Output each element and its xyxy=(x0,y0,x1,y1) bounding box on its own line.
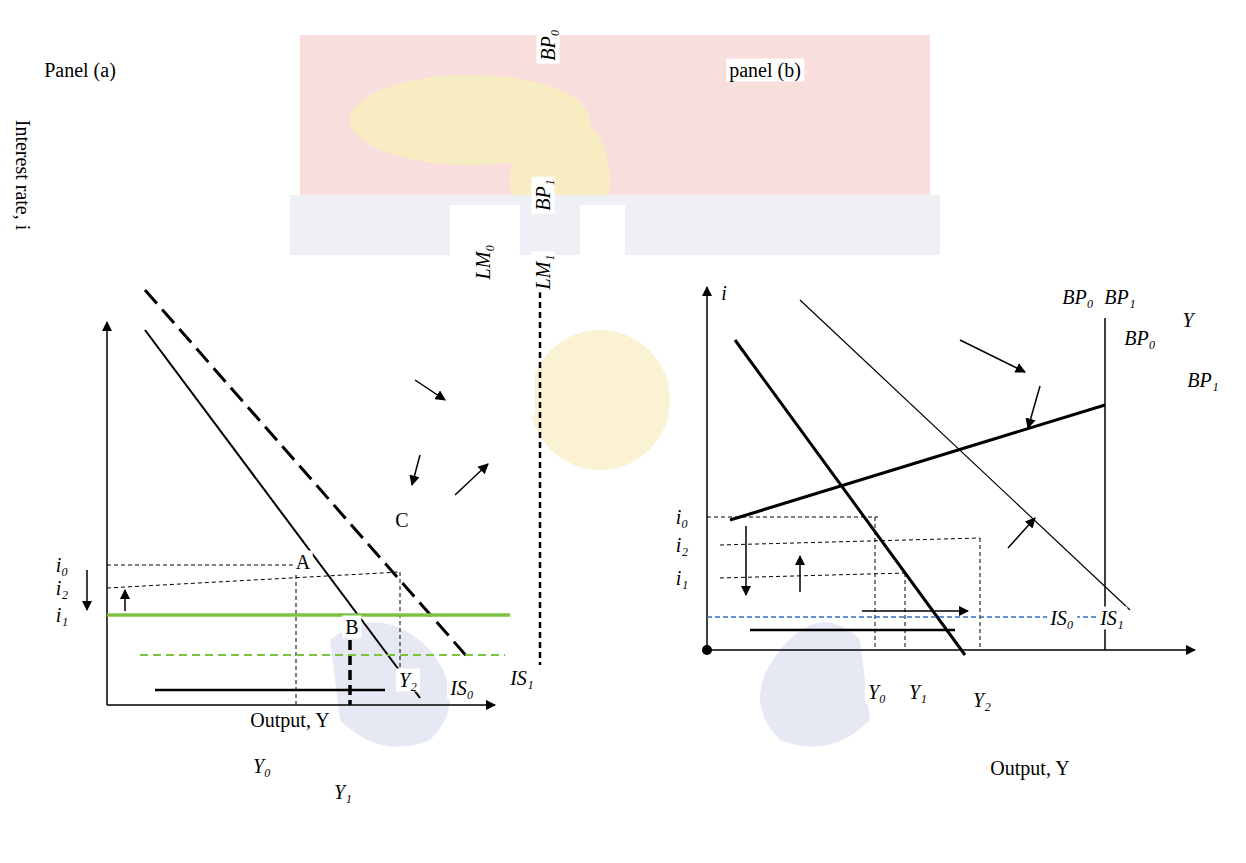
curve-label: BP₁ xyxy=(532,176,555,213)
is-curve xyxy=(145,330,420,698)
shift-arrow xyxy=(1028,386,1040,428)
is-curve xyxy=(735,340,965,655)
green-dashed-line xyxy=(140,654,505,656)
guide-line xyxy=(107,572,400,588)
axis-tick-label: i₂ xyxy=(53,577,72,600)
axis-letter: Y xyxy=(1179,309,1196,332)
shift-arrow xyxy=(412,455,420,485)
axis-tick-label: i₀ xyxy=(53,554,72,577)
green-line xyxy=(107,613,510,617)
guide-line xyxy=(707,517,878,518)
shift-arrow xyxy=(745,526,747,595)
axis-letter: i xyxy=(718,282,730,305)
watermark-band xyxy=(300,35,930,195)
shift-arrow xyxy=(124,590,126,611)
curve-label: BP₀ xyxy=(1059,286,1096,309)
x-axis xyxy=(107,704,495,706)
axis-tick-label: Y₁ xyxy=(906,681,930,704)
panel-title: Panel (a) xyxy=(41,59,119,82)
black-line xyxy=(750,629,955,632)
axis-tick-label: i₁ xyxy=(53,604,72,627)
shift-arrow xyxy=(799,556,801,592)
black-line xyxy=(155,689,385,692)
curve-label: LM₁ xyxy=(532,252,555,293)
point-label: A xyxy=(293,551,313,574)
curve-label: BP₁ xyxy=(1184,369,1221,392)
axis-tick-label: Y₂ xyxy=(970,689,994,712)
shift-arrow xyxy=(960,340,1025,372)
axis-tick-label: i₀ xyxy=(673,506,692,529)
curve-label: IS₁ xyxy=(1097,607,1127,630)
y-axis xyxy=(706,287,708,650)
shift-arrow xyxy=(455,464,488,495)
axis-tick-label: Y₂ xyxy=(396,669,420,692)
curve-label: IS₁ xyxy=(507,667,537,690)
axis-tick-label: i₁ xyxy=(673,567,692,590)
white-patch xyxy=(450,205,520,290)
vertical-curve xyxy=(539,292,542,665)
guide-line xyxy=(296,575,297,705)
point-label: B xyxy=(342,616,361,639)
shift-arrow xyxy=(862,610,968,612)
axis-title: Interest rate, i xyxy=(11,117,34,234)
curve-label: IS₀ xyxy=(1047,607,1077,630)
curve-label: BP₀ xyxy=(1121,327,1158,350)
curve-label: BP₁ xyxy=(1101,286,1138,309)
bp-curve xyxy=(1104,318,1106,650)
guide-line xyxy=(720,573,905,578)
curve-label: LM₀ xyxy=(472,242,495,283)
curve-label: IS₀ xyxy=(447,677,477,700)
guide-line xyxy=(348,640,352,705)
y-axis xyxy=(106,322,108,705)
guide-line xyxy=(720,538,980,545)
axis-tick-label: Y₁ xyxy=(331,781,355,804)
shift-arrow xyxy=(415,380,445,400)
origin-dot xyxy=(702,645,712,655)
watermark-crest xyxy=(530,330,670,470)
curve-label: BP₀ xyxy=(537,26,560,63)
white-patch xyxy=(505,295,535,415)
axis-tick-label: i₂ xyxy=(673,534,692,557)
watermark-scroll xyxy=(330,622,450,746)
white-patch xyxy=(580,205,625,265)
bp-curve xyxy=(730,405,1105,520)
is-curve-dashed xyxy=(145,290,470,660)
is-curve xyxy=(800,300,1130,610)
x-axis xyxy=(707,649,1195,651)
axis-title: Output, Y xyxy=(247,709,332,732)
shift-arrow xyxy=(86,570,88,610)
watermark-scroll xyxy=(760,622,870,746)
axis-tick-label: Y₀ xyxy=(250,755,274,778)
guide-line xyxy=(980,538,981,650)
panel-title: panel (b) xyxy=(726,59,804,82)
point-label: C xyxy=(392,509,411,532)
shift-arrow xyxy=(1008,518,1035,548)
guide-line xyxy=(107,565,300,566)
axis-tick-label: Y₀ xyxy=(865,681,889,704)
axis-title: Output, Y xyxy=(987,757,1072,780)
guide-line xyxy=(400,572,401,668)
